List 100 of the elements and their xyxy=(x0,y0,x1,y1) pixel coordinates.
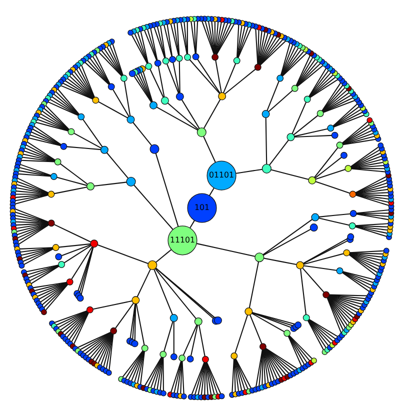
connector xyxy=(262,350,266,384)
connector xyxy=(131,351,144,381)
node-circle xyxy=(372,280,379,286)
connector xyxy=(182,324,198,356)
node-circle xyxy=(10,202,16,208)
node-circle xyxy=(34,112,40,119)
connector xyxy=(288,336,302,366)
connector xyxy=(190,325,198,356)
connector xyxy=(206,362,222,394)
connector xyxy=(189,59,220,94)
node-circle xyxy=(10,222,16,228)
connector xyxy=(224,68,256,94)
connector xyxy=(16,190,48,194)
node-circle xyxy=(94,48,100,54)
node-circle xyxy=(308,360,314,366)
node-circle xyxy=(368,290,374,296)
node-circle xyxy=(22,138,28,144)
node-circle xyxy=(160,390,166,396)
node-circle xyxy=(205,16,211,22)
node-circle xyxy=(141,344,148,352)
node-circle xyxy=(15,160,21,167)
node-circle xyxy=(76,294,84,302)
connector xyxy=(238,28,252,58)
node-circle xyxy=(374,132,380,139)
connector xyxy=(258,350,264,386)
node-circle xyxy=(128,380,134,386)
connector xyxy=(94,182,127,186)
connector xyxy=(156,26,166,58)
node-circle xyxy=(308,50,314,56)
connector xyxy=(262,350,264,385)
connector xyxy=(280,44,294,76)
node-circle xyxy=(134,27,140,34)
node-circle xyxy=(372,130,379,136)
node-circle xyxy=(388,193,394,199)
node-circle xyxy=(110,327,118,334)
connector xyxy=(182,361,184,394)
connector xyxy=(17,180,48,194)
connector xyxy=(191,362,205,394)
node-circle xyxy=(336,142,344,149)
node-circle xyxy=(286,133,295,142)
node-circle xyxy=(387,227,393,234)
connector xyxy=(236,26,242,58)
node-circle xyxy=(249,22,256,28)
connector xyxy=(20,164,52,176)
connector xyxy=(15,208,48,222)
connector xyxy=(15,212,48,223)
node-circle xyxy=(51,86,58,93)
connector xyxy=(349,254,379,270)
connector xyxy=(342,138,376,146)
node-circle xyxy=(14,246,20,252)
node-circle xyxy=(236,390,242,397)
connector xyxy=(112,44,124,76)
connector xyxy=(250,314,262,344)
connector xyxy=(134,184,174,230)
node-circle xyxy=(10,194,16,201)
connector xyxy=(38,282,68,297)
connector xyxy=(54,186,87,194)
connector xyxy=(20,167,51,176)
connector xyxy=(263,350,272,382)
node-circle xyxy=(140,25,146,31)
node-circle xyxy=(36,300,42,306)
connector xyxy=(232,359,234,392)
node-circle xyxy=(160,20,166,26)
connector xyxy=(263,228,311,256)
node-circle xyxy=(21,269,27,276)
node-circle xyxy=(336,334,343,341)
node-circle xyxy=(10,215,16,222)
node-circle xyxy=(388,203,394,210)
node-circle xyxy=(149,101,158,110)
node-circle xyxy=(10,205,16,211)
connector xyxy=(24,248,54,265)
node-circle xyxy=(288,372,294,378)
node-circle xyxy=(67,341,74,347)
connector xyxy=(203,136,216,163)
node-circle xyxy=(275,32,282,38)
node-circle xyxy=(30,291,36,298)
connector xyxy=(351,162,383,168)
node-circle xyxy=(174,392,180,399)
connector xyxy=(204,21,215,54)
connector xyxy=(28,137,61,146)
node-circle xyxy=(336,75,343,82)
node-circle xyxy=(137,384,144,390)
node-circle xyxy=(284,36,290,42)
connector xyxy=(22,160,55,162)
node-circle xyxy=(276,74,284,82)
node-circle xyxy=(160,350,167,358)
node-circle xyxy=(290,39,297,46)
connector xyxy=(31,266,60,284)
node-circle xyxy=(148,260,158,270)
node-circle xyxy=(24,131,31,138)
connector xyxy=(66,146,101,150)
node-circle xyxy=(70,66,76,73)
connector xyxy=(22,248,53,259)
node-circle xyxy=(12,239,19,246)
node-circle xyxy=(383,162,390,168)
connector xyxy=(132,122,152,146)
connector xyxy=(326,298,342,334)
node-circle xyxy=(26,128,32,134)
node-circle xyxy=(75,292,82,300)
connector xyxy=(350,253,380,264)
